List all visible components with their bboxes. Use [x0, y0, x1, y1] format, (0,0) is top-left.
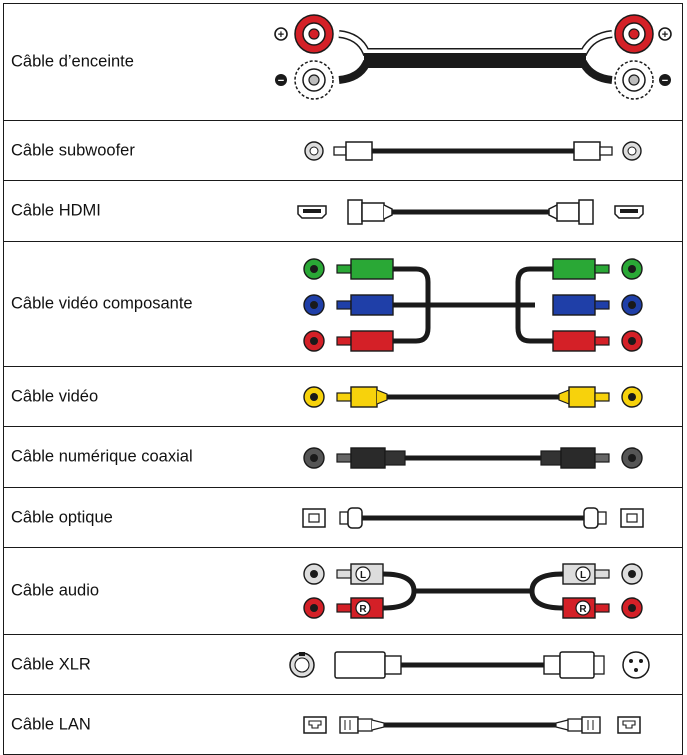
row-component-video-cable: Câble vidéo composante: [4, 242, 682, 367]
subwoofer-cable-icon: [304, 141, 642, 161]
left-channel-mark: L: [580, 570, 586, 581]
cable-label: Câble LAN: [11, 715, 91, 733]
right-channel-mark: R: [359, 604, 367, 615]
cable-label: Câble XLR: [11, 655, 91, 673]
plus-mark: +: [278, 29, 284, 41]
row-video-cable: Câble vidéo: [4, 367, 682, 427]
optical-cable-icon: [302, 507, 644, 529]
xlr-cable-icon: [289, 651, 650, 679]
speaker-cable-icon: + − + −: [274, 14, 672, 100]
cable-label: Câble subwoofer: [11, 141, 135, 159]
cable-label: Câble audio: [11, 581, 100, 600]
cable-table: Câble d’enceinte + −: [3, 3, 683, 755]
row-audio-cable: Câble audio L R L R: [4, 548, 682, 635]
cable-label: Câble optique: [11, 508, 113, 526]
cable-label: Câble numérique coaxial: [11, 447, 193, 466]
row-coaxial-digital-cable: Câble numérique coaxial: [4, 427, 682, 488]
minus-mark: −: [662, 75, 668, 87]
left-channel-mark: L: [360, 570, 366, 581]
cable-label: Câble vidéo: [11, 387, 99, 405]
row-optical-cable: Câble optique: [4, 488, 682, 548]
video-cable-icon: [303, 386, 643, 408]
audio-cable-icon: L R L R: [303, 563, 643, 619]
cable-label: Câble d’enceinte: [11, 52, 134, 71]
cable-label: Câble vidéo composante: [11, 294, 193, 313]
coaxial-digital-cable-icon: [303, 447, 643, 469]
right-channel-mark: R: [579, 604, 587, 615]
cable-label: Câble HDMI: [11, 201, 101, 220]
plus-mark: +: [662, 29, 668, 41]
hdmi-cable-icon: [297, 199, 644, 225]
lan-cable-icon: [303, 716, 641, 734]
minus-mark: −: [278, 75, 284, 87]
row-speaker-cable: Câble d’enceinte + −: [4, 4, 682, 121]
component-video-cable-icon: [303, 258, 643, 352]
row-subwoofer-cable: Câble subwoofer: [4, 121, 682, 181]
row-xlr-cable: Câble XLR: [4, 635, 682, 695]
row-lan-cable: Câble LAN: [4, 695, 682, 754]
row-hdmi-cable: Câble HDMI: [4, 181, 682, 242]
